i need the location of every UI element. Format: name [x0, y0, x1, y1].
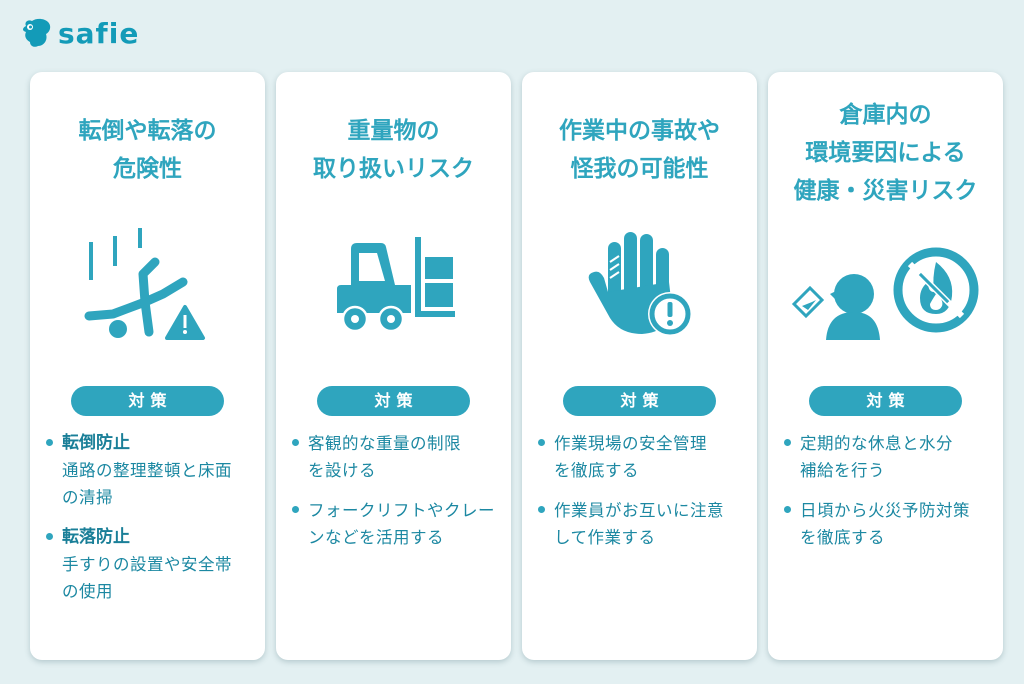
safie-logo: safie: [18, 16, 139, 52]
card-title: 倉庫内の 環境要因による 健康・災害リスク: [793, 102, 978, 204]
bullet-icon: [784, 439, 791, 446]
card-title: 重量物の 取り扱いリスク: [313, 118, 474, 182]
no-fire-icon: [893, 247, 978, 333]
falling-person-warning-icon: [84, 228, 205, 340]
risk-card-environment: 倉庫内の 環境要因による 健康・災害リスク 対策: [768, 72, 1003, 660]
risk-card-falling: 転倒や転落の 危険性 対策 転倒防止: [30, 72, 265, 660]
measure-text: 客観的な重量の制限 を設ける: [308, 434, 461, 480]
measures-label: 対策: [563, 386, 716, 416]
measure-text: 通路の整理整頓と床面 の清掃: [62, 461, 232, 507]
card-title: 作業中の事故や 怪我の可能性: [559, 118, 720, 182]
forklift-icon: [336, 237, 455, 333]
bullet-icon: [292, 506, 299, 513]
measure-text: 定期的な休息と水分 補給を行う: [800, 434, 953, 480]
risk-card-injury: 作業中の事故や 怪我の可能性 対策 作業現場の安全: [522, 72, 757, 660]
measure-item: 転倒防止 通路の整理整頓と床面 の清掃: [44, 430, 255, 511]
measures-label: 対策: [809, 386, 962, 416]
measure-item: 作業現場の安全管理 を徹底する: [536, 430, 747, 484]
safie-bird-logo-icon: [23, 18, 51, 47]
measure-item: 転落防止 手すりの設置や安全帯 の使用: [44, 524, 255, 605]
measure-item: 作業員がお互いに注意 して作業する: [536, 497, 747, 551]
bullet-icon: [46, 439, 53, 446]
measures-list: 定期的な休息と水分 補給を行う 日頃から火災予防対策 を徹底する: [782, 430, 993, 564]
drinking-person-and-no-fire-icon: [791, 247, 978, 340]
injured-hand-alert-icon: [588, 232, 692, 336]
measures-list: 客観的な重量の制限 を設ける フォークリフトやクレー ンなどを活用する: [290, 430, 501, 564]
bullet-icon: [538, 506, 545, 513]
measures-label: 対策: [71, 386, 224, 416]
measure-item: 日頃から火災予防対策 を徹底する: [782, 497, 993, 551]
measure-text: 作業員がお互いに注意 して作業する: [554, 501, 724, 547]
measure-heading: 転落防止: [62, 527, 130, 547]
bullet-icon: [46, 533, 53, 540]
measure-item: フォークリフトやクレー ンなどを活用する: [290, 497, 501, 551]
measures-list: 転倒防止 通路の整理整頓と床面 の清掃 転落防止 手すりの設置や安全帯 の使用: [44, 430, 255, 618]
risk-card-heavy-objects: 重量物の 取り扱いリスク 対策: [276, 72, 511, 660]
measure-text: フォークリフトやクレー ンなどを活用する: [308, 501, 495, 547]
bullet-icon: [538, 439, 545, 446]
brand-name: safie: [58, 17, 140, 50]
measure-text: 作業現場の安全管理 を徹底する: [554, 434, 707, 480]
bullet-icon: [784, 506, 791, 513]
measure-item: 客観的な重量の制限 を設ける: [290, 430, 501, 484]
measure-text: 手すりの設置や安全帯 の使用: [62, 555, 232, 601]
card-title: 転倒や転落の 危険性: [78, 118, 217, 182]
measures-list: 作業現場の安全管理 を徹底する 作業員がお互いに注意 して作業する: [536, 430, 747, 564]
measure-heading: 転倒防止: [62, 433, 130, 453]
measures-label: 対策: [317, 386, 470, 416]
drinking-water-icon: [791, 274, 880, 340]
measure-item: 定期的な休息と水分 補給を行う: [782, 430, 993, 484]
measure-text: 日頃から火災予防対策 を徹底する: [800, 501, 970, 547]
risk-cards: 転倒や転落の 危険性 対策 転倒防止: [30, 72, 1003, 660]
bullet-icon: [292, 439, 299, 446]
